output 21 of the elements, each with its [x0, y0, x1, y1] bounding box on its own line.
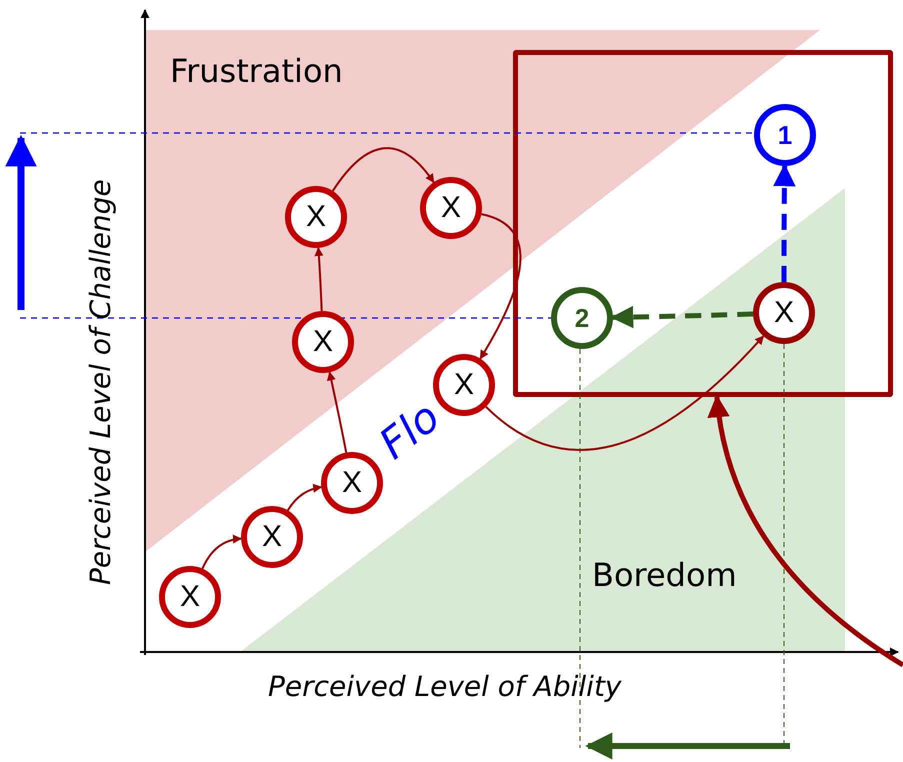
state-circle: X — [433, 354, 495, 416]
arrow — [708, 394, 903, 668]
state-circle: X — [321, 452, 383, 514]
arrow — [314, 247, 324, 312]
arrow — [326, 371, 348, 453]
arrow — [479, 213, 522, 360]
axis-label: Perceived Level of Challenge — [84, 179, 117, 585]
axis-label: Perceived Level of Ability — [268, 670, 622, 703]
arrow — [202, 534, 242, 570]
state-circle: X — [241, 506, 303, 568]
arrow — [773, 164, 796, 282]
highlight-frame — [513, 50, 893, 397]
state-circle: 2 — [551, 287, 613, 349]
state-circle: X — [159, 566, 221, 628]
arrow — [485, 335, 764, 451]
arrow — [610, 306, 754, 328]
arrow — [332, 147, 434, 192]
state-circle: 1 — [754, 104, 816, 166]
arrow — [287, 484, 322, 511]
zone-label: Boredom — [592, 556, 737, 594]
zone-label: Frustration — [170, 52, 343, 90]
